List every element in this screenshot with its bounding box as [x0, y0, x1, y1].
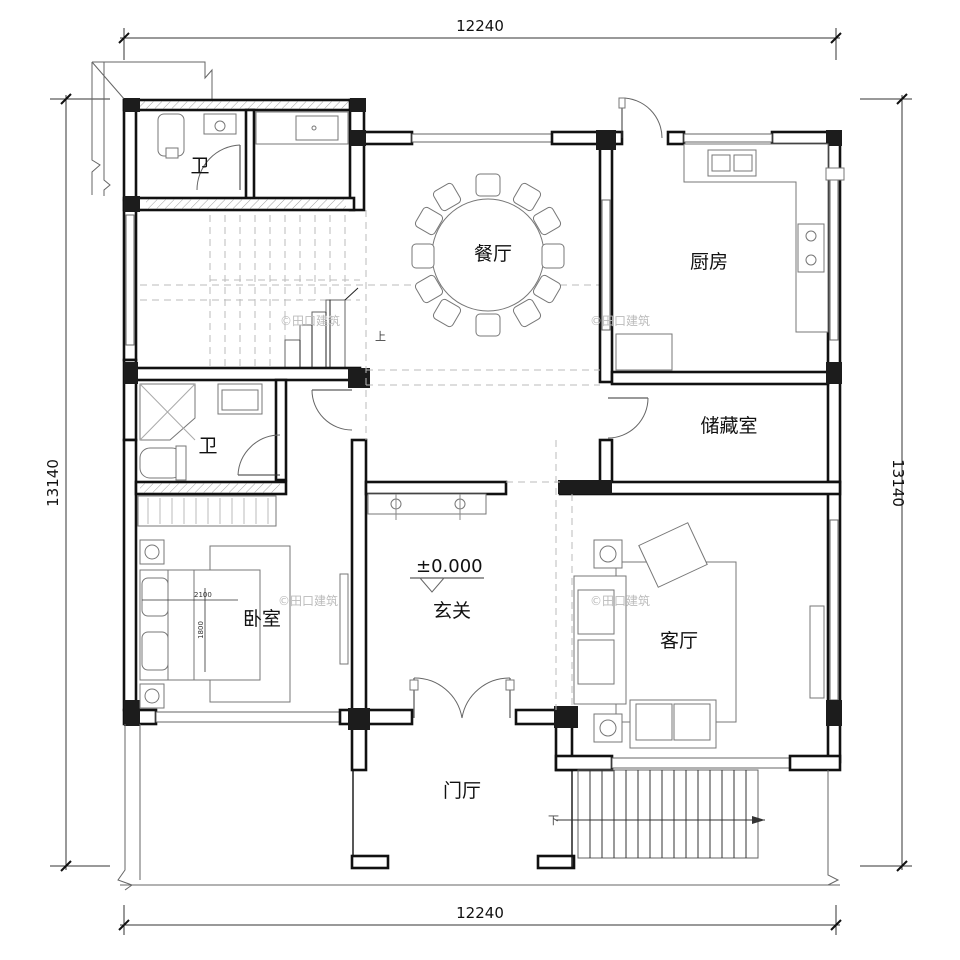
stair-down-label: 下 [548, 814, 559, 827]
front-steps: 下 [548, 769, 765, 859]
dimension-right: 13140 [860, 93, 912, 872]
room-label-foyer: 玄关 [433, 600, 471, 622]
room-label-dining: 餐厅 [474, 243, 512, 265]
walls [122, 98, 842, 772]
watermark: ©田口建筑 [590, 593, 650, 608]
stair-up-label: 上 [375, 330, 386, 343]
toilet-upper-fixtures [157, 111, 349, 159]
watermark: ©田口建筑 [280, 313, 340, 328]
openings [365, 210, 600, 710]
dimension-left-label: 13140 [44, 459, 62, 507]
room-label-bedroom: 卧室 [243, 608, 281, 630]
watermarks: ©田口建筑 ©田口建筑 ©田口建筑 ©田口建筑 [278, 313, 650, 608]
dimension-left: 13140 [44, 93, 110, 872]
dimension-bottom: 12240 [118, 904, 842, 935]
room-label-kitchen: 厨房 [690, 251, 728, 273]
kitchen-counter [615, 143, 845, 371]
room-label-storage: 储藏室 [700, 415, 757, 437]
living-furniture [573, 522, 825, 749]
watermark: ©田口建筑 [590, 313, 650, 328]
entrance-hall-outline [117, 724, 840, 891]
elevation-marker: ±0.000 [410, 556, 484, 593]
room-label-toilet-lower: 卫 [198, 435, 217, 457]
doors [196, 97, 663, 719]
stair-up-area: 上 [140, 215, 600, 368]
room-label-living: 客厅 [660, 630, 698, 652]
bedroom-wardrobe [137, 495, 277, 527]
bed-length-label: 1800 [197, 621, 205, 639]
dimension-top-label: 12240 [456, 17, 504, 35]
elevation-label: ±0.000 [416, 556, 483, 577]
bed-width-label: 2100 [194, 591, 212, 599]
break-line [91, 61, 213, 196]
foyer-cabinet [367, 493, 487, 520]
bedroom-bed: 2100 1800 [139, 539, 349, 709]
dining-chairs [411, 173, 565, 337]
dimension-top: 12240 [118, 17, 842, 60]
dimension-bottom-label: 12240 [456, 904, 504, 922]
dimension-right-label: 13140 [889, 459, 907, 507]
room-labels: 卫 餐厅 厨房 卫 储藏室 卧室 玄关 客厅 门厅 [190, 155, 757, 802]
room-label-entrance-hall: 门厅 [443, 780, 481, 802]
toilet-lower-fixtures [139, 383, 263, 481]
room-label-toilet-upper: 卫 [190, 155, 209, 177]
watermark: ©田口建筑 [278, 593, 338, 608]
